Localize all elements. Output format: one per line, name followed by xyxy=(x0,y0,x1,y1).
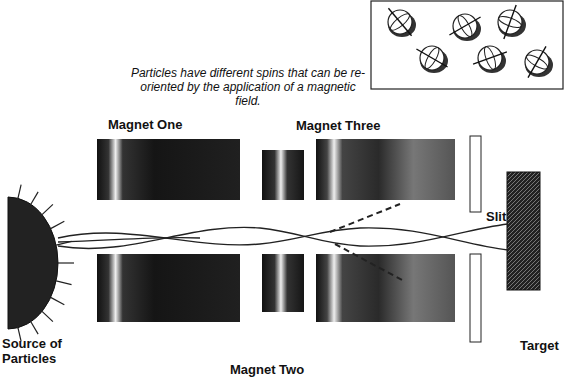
source-ray xyxy=(31,322,38,334)
inset-box xyxy=(371,1,563,89)
spin-symbol xyxy=(525,46,553,77)
spin-symbol xyxy=(473,45,507,73)
source-ray xyxy=(18,185,21,199)
source-ray xyxy=(31,192,38,204)
part-label: Target xyxy=(520,338,559,353)
spin-symbol xyxy=(497,5,526,39)
part-label: Magnet Two xyxy=(230,362,304,377)
source-ray xyxy=(58,262,74,263)
spin-symbol xyxy=(449,14,481,41)
spin-symbol xyxy=(416,46,448,73)
source-ray xyxy=(56,281,71,285)
source-ray xyxy=(42,311,53,321)
particle-beams xyxy=(58,224,508,250)
source-ray xyxy=(51,221,65,228)
magnet-three-top xyxy=(316,139,455,200)
inset-caption: Particles have different spins that can … xyxy=(128,66,368,108)
part-label: Source of Particles xyxy=(2,336,88,366)
source-ray xyxy=(51,297,65,304)
slit-upper xyxy=(470,136,481,212)
slit-lower xyxy=(470,254,481,342)
magnet-one-bottom xyxy=(97,254,240,322)
particle-source xyxy=(8,185,74,342)
deflected-paths xyxy=(330,204,402,280)
magnet-two-bottom xyxy=(262,254,304,312)
spin-symbols xyxy=(388,5,553,78)
target-plate xyxy=(507,172,540,290)
magnet-two-top xyxy=(262,150,304,200)
part-label: Magnet Three xyxy=(296,118,381,133)
magnet-one-top xyxy=(97,139,240,200)
part-label: Slit xyxy=(486,209,506,224)
part-label: Magnet One xyxy=(108,117,182,132)
spin-symbol xyxy=(388,8,416,37)
source-ray xyxy=(42,204,53,214)
magnet-three-bottom xyxy=(316,254,455,322)
